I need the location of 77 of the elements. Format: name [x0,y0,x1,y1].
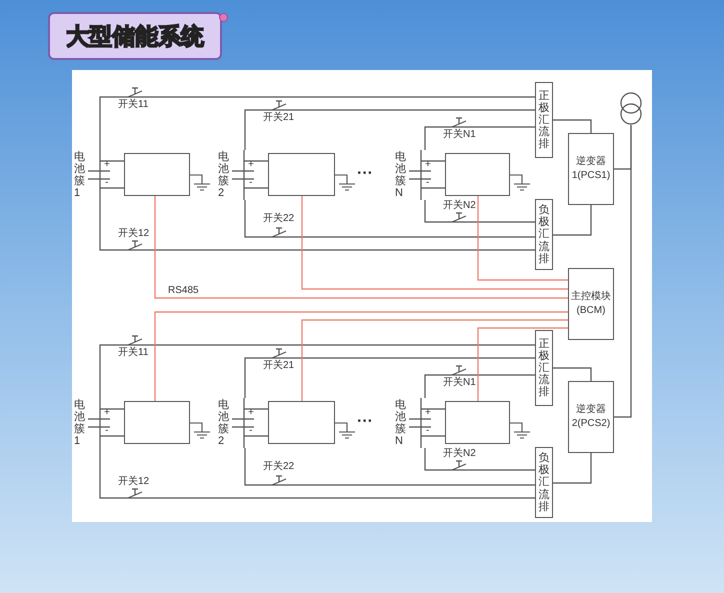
edge-label: 开关N1 [443,130,476,140]
edge-label: RS485 [168,286,199,296]
wire [553,119,592,133]
monitor-box [268,153,335,196]
polarity-mark: + [104,408,110,418]
wire [553,367,592,381]
polarity-mark: - [249,178,252,188]
edge-label: 开关21 [263,113,294,123]
edge-label: 开关N1 [443,378,476,388]
wire [553,453,592,484]
edge-label: 开关21 [263,361,294,371]
wire [99,96,535,150]
ellipsis-label: ··· [357,414,373,430]
wire [117,160,125,189]
wire [553,205,592,236]
battery-cluster-label: 电池簇2 [218,151,229,200]
signal-line [301,319,568,401]
busbar-box: 正极汇流排 [535,330,553,406]
wire [261,160,269,189]
wire [117,408,125,437]
edge-label: 开关12 [118,477,150,487]
polarity-mark: + [248,408,254,418]
wire [614,125,632,418]
signal-line [477,327,568,401]
polarity-mark: + [104,160,110,170]
wire [244,109,535,150]
module-box: 逆变器2(PCS2) [568,381,614,453]
edge-label: 开关11 [118,348,148,358]
edge-label: 开关N2 [443,449,476,459]
busbar-box: 负极汇流排 [535,199,553,270]
monitor-box [124,153,190,196]
edge-label: 开关22 [263,462,294,472]
transformer-symbol [620,92,642,125]
polarity-mark: - [105,178,108,188]
edge-label: 开关N2 [443,201,476,211]
battery-cluster-label: 电池簇1 [74,151,85,200]
battery-cluster-label: 电池簇2 [218,399,229,448]
polarity-mark: + [248,160,254,170]
monitor-box [124,401,190,444]
busbar-box: 负极汇流排 [535,447,553,518]
title: 大型储能系统 [66,22,204,51]
wire [438,408,446,437]
monitor-box [268,401,335,444]
signal-line [154,196,568,299]
signal-line [154,311,568,401]
wire [99,448,535,499]
battery-cluster-label: 电池簇N [395,399,406,448]
polarity-mark: - [249,426,252,436]
wire [244,357,535,398]
signal-line [477,196,568,281]
edge-label: 开关22 [263,214,294,224]
wire [99,200,535,251]
module-box: 主控模块(BCM) [568,268,614,340]
wire [424,448,535,471]
battery-cluster-label: 电池簇N [395,151,406,200]
wire [261,408,269,437]
ellipsis-label: ··· [357,166,373,182]
polarity-mark: - [105,426,108,436]
battery-cluster-label: 电池簇1 [74,399,85,448]
polarity-mark: - [426,426,430,436]
polarity-mark: + [425,408,431,418]
edge-label: 开关12 [118,229,150,239]
wire [424,200,535,223]
wire [244,200,535,238]
wire [438,160,446,189]
module-box: 逆变器1(PCS1) [568,133,614,205]
signal-line [301,196,568,290]
wire [244,448,535,486]
polarity-mark: - [426,178,430,188]
wire [424,126,535,150]
monitor-box [445,153,510,196]
busbar-box: 正极汇流排 [535,82,553,158]
wire [424,374,535,398]
wire [99,344,535,398]
monitor-box [445,401,510,444]
polarity-mark: + [425,160,431,170]
edge-label: 开关11 [118,100,148,110]
